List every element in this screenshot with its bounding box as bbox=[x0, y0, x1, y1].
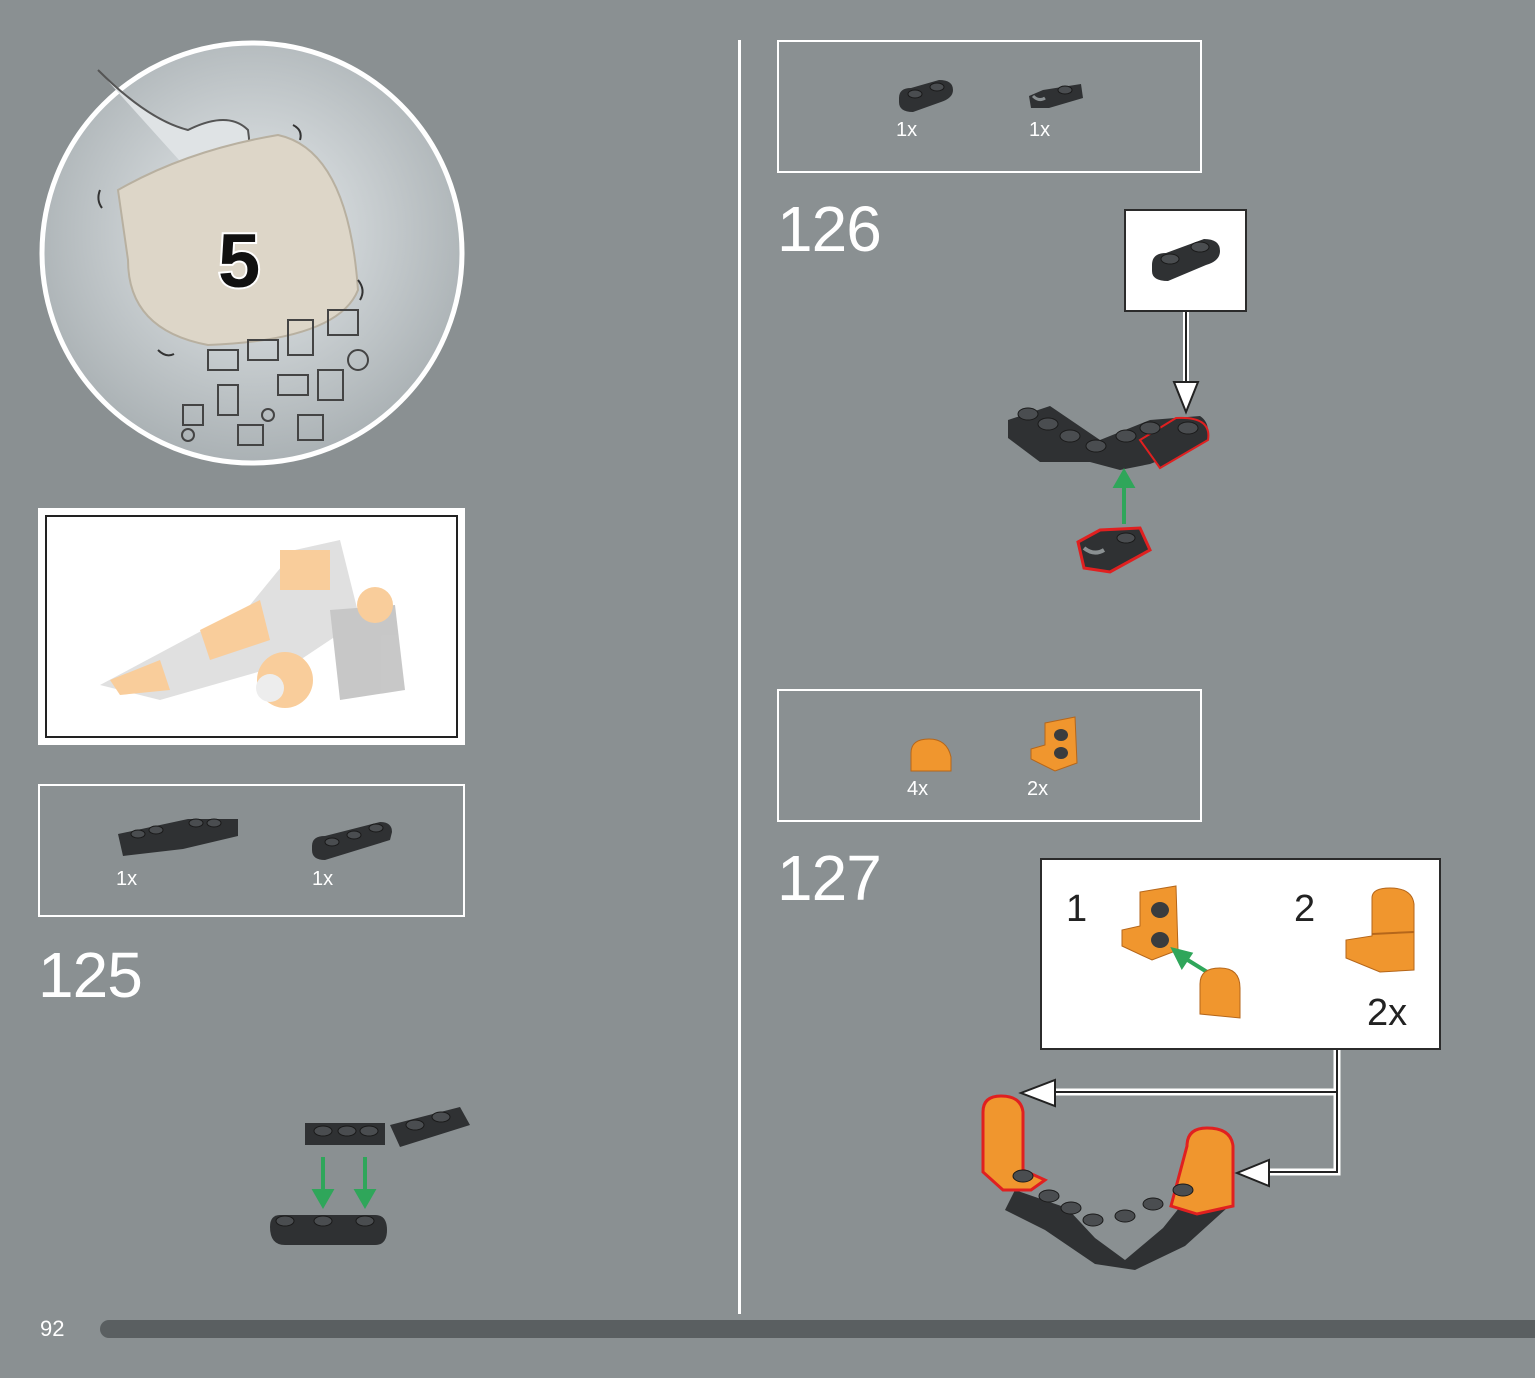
model-preview-image bbox=[100, 540, 405, 708]
orange-curved-slope-icon bbox=[910, 738, 952, 772]
bag-illustration: 5 bbox=[38, 40, 466, 466]
dark-grey-plate-1x3-rounded-icon bbox=[312, 822, 392, 860]
dark-grey-plate-1x2-rounded-icon bbox=[899, 80, 953, 112]
step126-part2-qty: 1x bbox=[1029, 119, 1051, 141]
step125-part1-qty: 1x bbox=[116, 868, 138, 890]
step126-assembly bbox=[1008, 312, 1210, 574]
orange-bracket-icon bbox=[1030, 716, 1078, 772]
dark-grey-clip-plate-icon bbox=[1029, 84, 1083, 108]
step125-number: 125 bbox=[38, 939, 143, 1011]
progress-bar bbox=[100, 1320, 1535, 1338]
step127-part1-qty: 4x bbox=[907, 778, 929, 800]
bag-number: 5 bbox=[216, 217, 262, 306]
page-number: 92 bbox=[40, 1316, 65, 1341]
step126-callout bbox=[1124, 209, 1247, 312]
step127-assembly bbox=[981, 1050, 1341, 1270]
step126-parts-list: 1x 1x bbox=[777, 40, 1202, 173]
step126-number: 126 bbox=[777, 193, 882, 265]
page-divider bbox=[738, 40, 741, 1314]
step125-part2-qty: 1x bbox=[312, 868, 334, 890]
step125-assembly bbox=[270, 1107, 470, 1245]
substep-2-image bbox=[1345, 887, 1415, 973]
subassembly-multiplier: 2x bbox=[1367, 992, 1408, 1034]
step127-part2-qty: 2x bbox=[1027, 778, 1049, 800]
substep-1-label: 1 bbox=[1066, 888, 1088, 930]
step126-part1-qty: 1x bbox=[896, 119, 918, 141]
step127-parts-list: 4x 2x bbox=[777, 689, 1202, 822]
model-preview-frame bbox=[38, 508, 465, 745]
step127-subassembly-callout: 1 2 2x bbox=[1040, 858, 1441, 1050]
dark-grey-hinge-plate-icon bbox=[118, 818, 238, 856]
step125-parts-list: 1x 1x bbox=[38, 784, 465, 917]
step127-number: 127 bbox=[777, 842, 882, 914]
substep-1-image bbox=[1121, 885, 1241, 1019]
substep-2-label: 2 bbox=[1294, 888, 1316, 930]
